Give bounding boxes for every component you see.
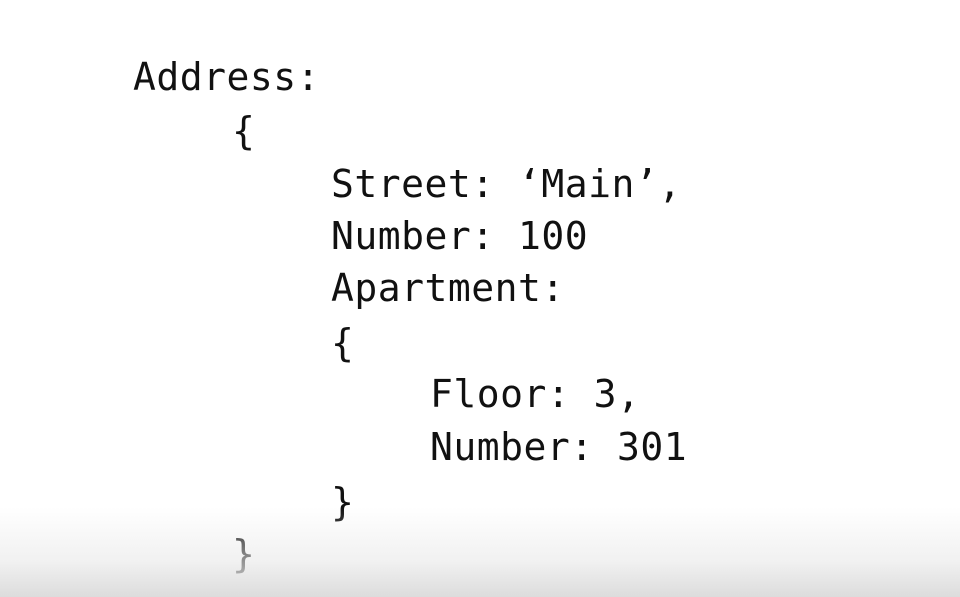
code-line-apartment-key: Apartment:	[331, 266, 565, 310]
code-line-number: Number: 100	[331, 214, 589, 258]
code-line-floor: Floor: 3,	[430, 372, 641, 416]
code-line-open-brace-inner: {	[331, 321, 355, 365]
bottom-shadow	[0, 507, 960, 597]
code-line-open-brace-outer: {	[232, 109, 256, 153]
code-line-address-key: Address:	[133, 55, 321, 99]
code-line-street: Street: ‘Main’,	[331, 162, 682, 206]
code-line-apartment-number: Number: 301	[430, 425, 688, 469]
